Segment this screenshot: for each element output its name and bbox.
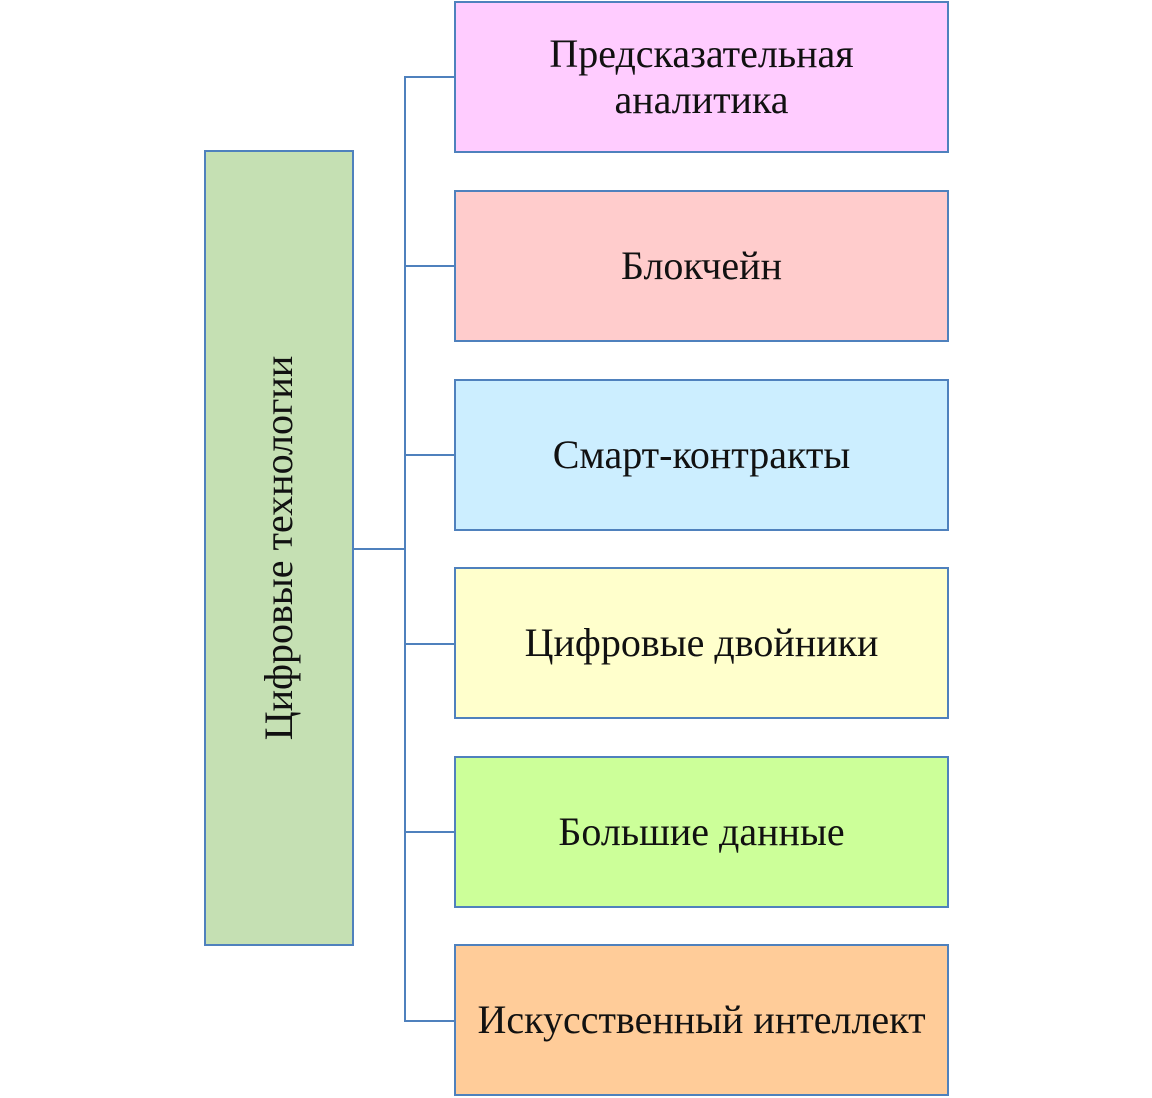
child-node-predictive-analytics: Предсказательная аналитика [454,1,949,153]
child-node-label: Искусственный интеллект [477,997,926,1042]
child-node-label: Цифровые двойники [524,620,879,665]
child-node-smart-contracts: Смарт-контракты [454,379,949,531]
root-node-box: Цифровые технологии [204,150,354,946]
root-connector-line [354,548,406,550]
child-node-label: Блокчейн [621,243,782,288]
child-node-artificial-intelligence: Искусственный интеллект [454,944,949,1096]
branch-connector-line [404,454,455,456]
vertical-connector-line [404,76,406,1022]
branch-connector-line [404,831,455,833]
branch-connector-line [404,265,455,267]
child-node-blockchain: Блокчейн [454,190,949,342]
child-node-label: Смарт-контракты [552,432,851,477]
branch-connector-line [404,76,455,78]
child-node-label: Предсказательная аналитика [549,31,854,122]
branch-connector-line [404,1020,455,1022]
child-node-label: Большие данные [558,809,845,854]
child-node-digital-twins: Цифровые двойники [454,567,949,719]
branch-connector-line [404,643,455,645]
child-node-big-data: Большие данные [454,756,949,908]
root-node-label: Цифровые технологии [256,355,301,741]
